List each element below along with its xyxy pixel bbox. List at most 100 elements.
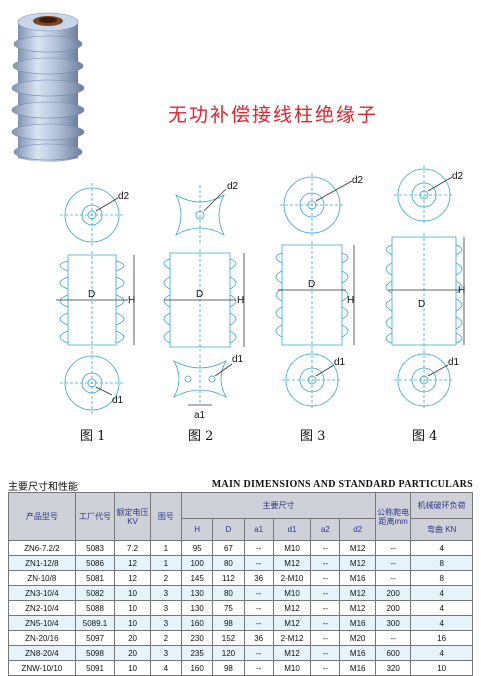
table-cell: M20 [339, 630, 376, 646]
table-cell: 5081 [74, 570, 116, 586]
table-cell: ZN2-10/4 [8, 600, 76, 616]
table-cell: 1 [149, 555, 183, 571]
table-cell: 5098 [74, 645, 116, 661]
fig4-D-label: D [418, 299, 425, 310]
fig3-d2-label: d2 [352, 175, 364, 186]
table-cell: 112 [212, 570, 245, 586]
table-cell: 67 [212, 540, 245, 556]
table-cell: 20 [114, 630, 151, 646]
fig2-d1-label: d1 [232, 354, 244, 365]
table-cell: 1 [149, 540, 183, 556]
table-cell: 130 [181, 600, 214, 616]
header-factory-code: 工厂代号 [74, 492, 116, 541]
table-cell: 152 [212, 630, 245, 646]
header-a2: a2 [310, 518, 341, 541]
table-cell: -- [374, 570, 412, 586]
table-cell: 5088 [74, 600, 116, 616]
table-cell: -- [310, 570, 341, 586]
fig2-a1-label: a1 [194, 410, 206, 421]
fig1-d1-label: d1 [112, 395, 124, 406]
table-cell: -- [310, 600, 341, 616]
table-cell: 5082 [74, 585, 116, 601]
header-H: H [181, 518, 214, 541]
table-cell: 10 [114, 615, 151, 631]
table-cell: 12 [114, 570, 151, 586]
table-cell: ZN-20/16 [8, 630, 76, 646]
table-cell: 8 [410, 555, 473, 571]
table-cell: ZN6-7.2/2 [8, 540, 76, 556]
figure-4-drawing [386, 165, 464, 410]
section-title-en: MAIN DIMENSIONS AND STANDARD PARTICULARS [211, 479, 473, 490]
table-cell: 3 [149, 645, 183, 661]
table-cell: 2 [149, 570, 183, 586]
table-cell: M12 [339, 555, 376, 571]
table-cell: 8 [410, 570, 473, 586]
table-cell: M12 [339, 585, 376, 601]
header-d1: d1 [272, 518, 312, 541]
figure-3-label: 图 3 [300, 429, 326, 444]
table-cell: 320 [374, 660, 412, 676]
table-cell: 12 [114, 555, 151, 571]
table-cell: 2 [149, 630, 183, 646]
fig4-d2-label: d2 [452, 171, 464, 182]
table-cell: -- [243, 540, 274, 556]
table-cell: -- [310, 540, 341, 556]
table-cell: ZN1-12/8 [8, 555, 76, 571]
table-cell: M10 [272, 660, 312, 676]
table-cell: 4 [410, 540, 473, 556]
table-cell: M16 [339, 615, 376, 631]
table-cell: M12 [272, 615, 312, 631]
table-cell: ZN8-20/4 [8, 645, 76, 661]
specs-table: 产品型号 工厂代号 额定电压KV 图号 主要尺寸 公称爬电距离mm 机械破环负荷… [8, 492, 473, 676]
table-cell: M10 [272, 585, 312, 601]
table-cell: -- [310, 630, 341, 646]
table-cell: 3 [149, 585, 183, 601]
table-cell: -- [243, 585, 274, 601]
table-cell: 80 [212, 555, 245, 571]
table-cell: ZN5-10/4 [8, 615, 76, 631]
header-load: 机械破环负荷 [410, 492, 473, 519]
fig3-d1-label: d1 [334, 357, 346, 368]
table-cell: M12 [272, 600, 312, 616]
table-cell: M16 [339, 645, 376, 661]
fig1-d2-label: d2 [118, 191, 130, 202]
table-cell: 5089.1 [74, 615, 116, 631]
table-cell: 4 [410, 600, 473, 616]
header-load-unit: 弯曲 KN [410, 518, 473, 541]
table-cell: -- [243, 600, 274, 616]
page-title: 无功补偿接线柱绝缘子 [168, 104, 379, 126]
fig2-d2-label: d2 [227, 181, 239, 192]
header-a1: a1 [243, 518, 274, 541]
table-cell: 10 [114, 585, 151, 601]
table-cell: 7.2 [114, 540, 151, 556]
table-cell: -- [310, 645, 341, 661]
table-cell: 10 [114, 660, 151, 676]
header-creepage: 公称爬电距离mm [374, 492, 412, 541]
figure-2-drawing [164, 185, 244, 405]
table-cell: 600 [374, 645, 412, 661]
table-cell: 98 [212, 660, 245, 676]
table-cell: 4 [410, 645, 473, 661]
table-cell: 4 [149, 660, 183, 676]
table-cell: 200 [374, 600, 412, 616]
table-cell: 5091 [74, 660, 116, 676]
table-cell: M12 [339, 600, 376, 616]
table-cell: 36 [243, 570, 274, 586]
table-cell: 5086 [74, 555, 116, 571]
table-cell: -- [374, 540, 412, 556]
table-cell: 98 [212, 615, 245, 631]
table-cell: 36 [243, 630, 274, 646]
table-cell: M12 [339, 540, 376, 556]
table-cell: 100 [181, 555, 214, 571]
insulator-photo [11, 12, 85, 162]
header-main-dims: 主要尺寸 [181, 492, 376, 519]
figure-2-label: 图 2 [188, 429, 214, 444]
fig4-H-label: H [458, 285, 465, 296]
